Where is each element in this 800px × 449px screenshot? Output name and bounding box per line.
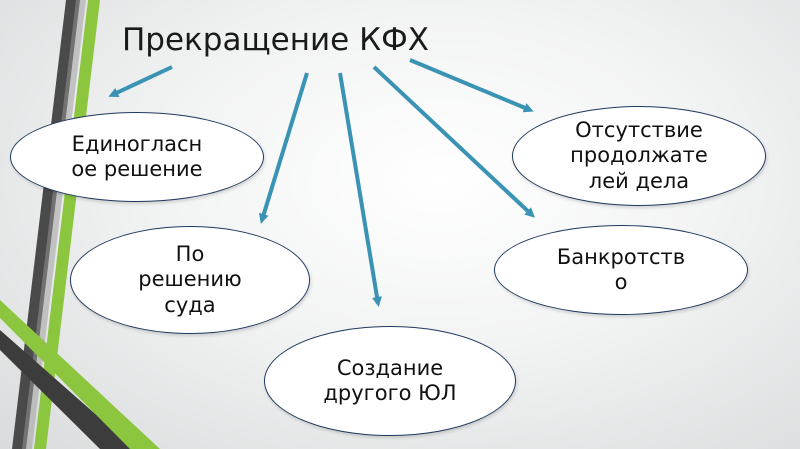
node-court-line-2: решению — [138, 267, 242, 292]
arrow-to-court — [258, 72, 309, 224]
arrow-to-unanimous — [108, 65, 173, 97]
arrow-to-bankruptcy — [372, 65, 535, 218]
green-stripe-lower — [0, 300, 160, 449]
node-absence-of-successors: Отсутствие продолжате лей дела — [512, 106, 766, 206]
node-bankruptcy: Банкротств о — [494, 225, 748, 315]
node-court-line-3: суда — [164, 292, 216, 317]
green-stripe-upper — [34, 0, 100, 449]
node-bankruptcy-line-1: Банкротств — [556, 244, 686, 269]
node-unanimous-decision: Единогласн ое решение — [10, 112, 264, 202]
node-unanimous-line-1: Единогласн — [71, 131, 203, 156]
node-court-decision: По решению суда — [70, 226, 310, 334]
node-court-line-1: По — [175, 242, 205, 267]
arrow-to-absence — [409, 58, 534, 113]
node-absence-line-2: продолжате — [570, 143, 708, 168]
arrow-to-new-entity — [338, 72, 382, 307]
node-new-entity-line-2: другого ЮЛ — [323, 381, 457, 405]
diagram-title: Прекращение КФХ — [122, 22, 430, 58]
node-unanimous-line-2: ое решение — [71, 157, 203, 181]
node-new-entity-line-1: Создание — [336, 355, 444, 380]
node-absence-line-1: Отсутствие — [575, 118, 703, 143]
node-bankruptcy-line-2: о — [614, 270, 628, 294]
node-absence-line-3: лей дела — [588, 168, 690, 193]
node-new-legal-entity: Создание другого ЮЛ — [264, 326, 516, 436]
